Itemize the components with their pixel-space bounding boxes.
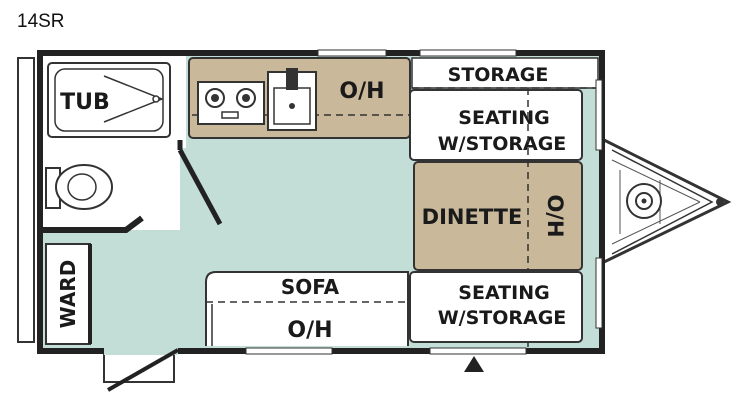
axle-marker <box>464 356 484 372</box>
kitchen-overhead-label: O/H <box>339 79 384 104</box>
dinette-overhead-label: O/H <box>543 194 567 237</box>
bath-wall <box>42 215 144 233</box>
dinette: DINETTE O/H <box>413 88 583 348</box>
ward-label: WARD <box>56 260 80 329</box>
stove-icon <box>197 81 265 125</box>
sink-icon <box>267 68 317 131</box>
seating-bottom-label-line2: W/STORAGE <box>438 307 567 329</box>
tub: TUB <box>47 62 171 138</box>
storage-label: STORAGE <box>448 64 549 86</box>
kitchen-counter: O/H <box>188 57 411 139</box>
sofa-label: SOFA <box>281 275 340 299</box>
sofa-overhead-label: O/H <box>287 318 332 343</box>
windows <box>245 49 603 355</box>
seating-top-label-line2: W/STORAGE <box>438 133 567 155</box>
model-name: 14SR <box>17 11 65 32</box>
seating-bottom-label-line1: SEATING <box>458 282 549 304</box>
seating-bottom: SEATING W/STORAGE <box>409 271 583 343</box>
storage: STORAGE <box>411 57 599 89</box>
seating-top-label-line1: SEATING <box>458 107 549 129</box>
sofa: SOFA O/H <box>205 271 409 346</box>
seating-top: SEATING W/STORAGE <box>409 89 583 161</box>
rear-bumper <box>17 57 35 343</box>
bath-door <box>177 148 223 226</box>
dinette-label: DINETTE <box>422 205 523 229</box>
trailer-hitch <box>603 138 732 264</box>
wardrobe: WARD <box>45 243 92 345</box>
tub-label: TUB <box>60 90 110 115</box>
entry-door <box>107 348 179 392</box>
toilet <box>45 164 113 210</box>
